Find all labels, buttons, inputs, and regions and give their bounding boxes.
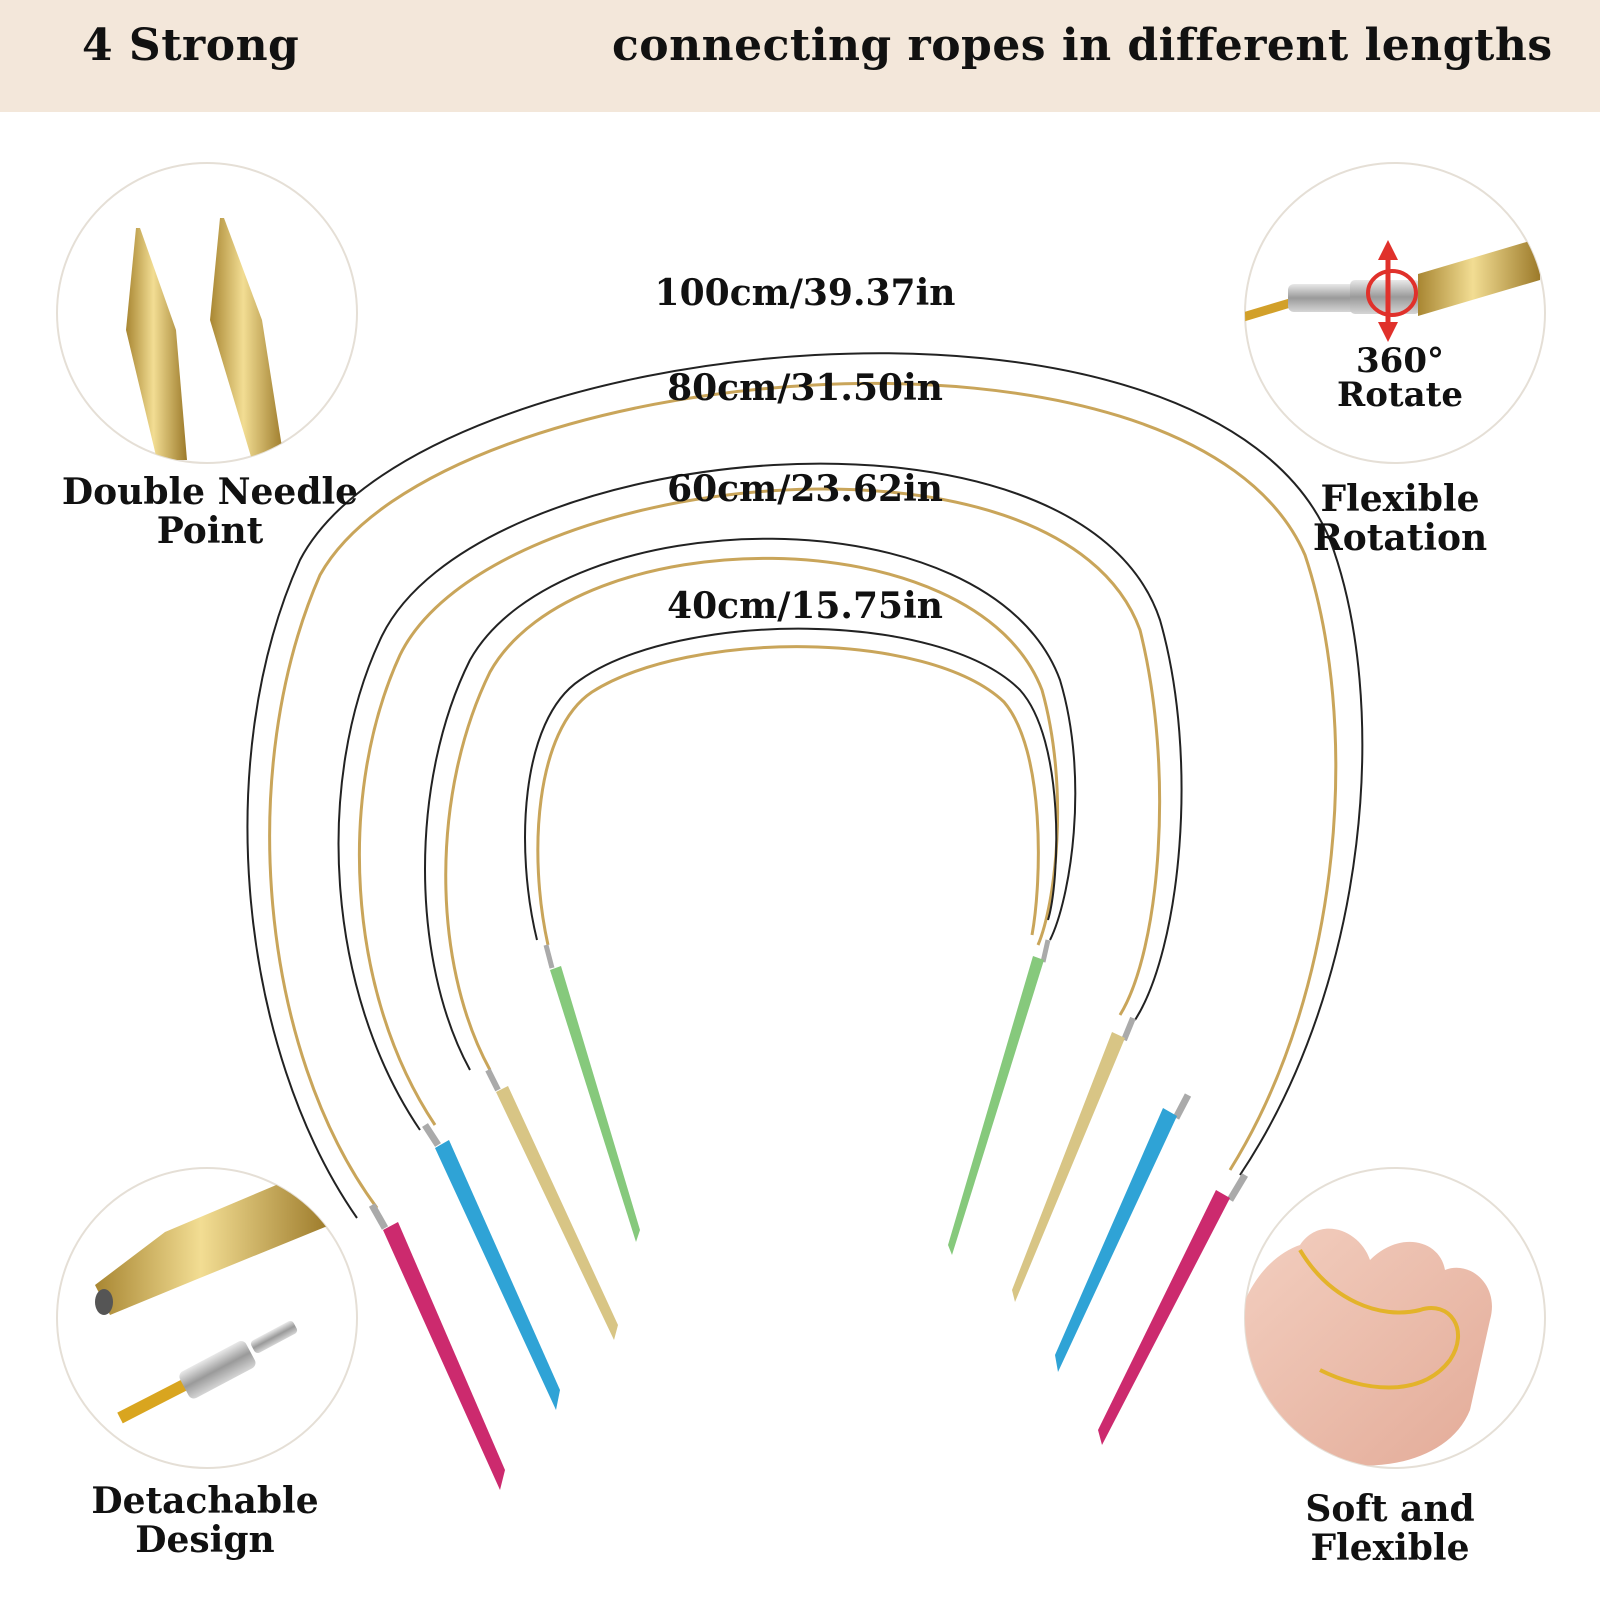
needle-tips-icon — [126, 218, 284, 460]
cable-60cm — [424, 537, 1077, 1071]
connector-icon — [95, 1175, 330, 1424]
top-banner: 4 Strong connecting ropes in different l… — [0, 0, 1600, 112]
feature-label-rotation: Flexible Rotation — [1240, 480, 1560, 558]
feature-circle-detachable — [56, 1167, 358, 1469]
feature-label-line2: Rotation — [1312, 516, 1488, 559]
cable-80cm — [337, 462, 1183, 1131]
needle-blue-right — [1055, 1093, 1192, 1372]
feature-label-line1: Flexible — [1320, 478, 1480, 520]
rotate-badge-label: Rotate — [1337, 375, 1463, 415]
rotate-badge-degree: 360° — [1356, 341, 1444, 381]
needle-green-left — [543, 944, 640, 1242]
feature-label-line2: Design — [135, 1518, 275, 1561]
length-label-40cm: 40cm/15.75in — [667, 585, 943, 627]
feature-label-line1: Double Needle — [61, 471, 359, 513]
rotate-arrows-icon — [1366, 240, 1418, 342]
cable-40cm — [524, 627, 1058, 946]
needle-gold-right — [1012, 1016, 1136, 1302]
feature-label-detachable: Detachable Design — [45, 1482, 365, 1560]
length-label-100cm: 100cm/39.37in — [654, 272, 956, 314]
length-label-80cm: 80cm/31.50in — [667, 367, 943, 409]
feature-label-soft-flexible: Soft and Flexible — [1230, 1490, 1550, 1568]
hand-icon — [1245, 1228, 1492, 1466]
feature-circle-rotation: 360° Rotate — [1244, 162, 1546, 464]
feature-label-double-needle: Double Needle Point — [40, 473, 380, 551]
feature-circle-double-needle — [56, 162, 358, 464]
cable-100cm — [246, 352, 1364, 1219]
banner-right-text: connecting ropes in different lengths — [612, 20, 1553, 71]
needle-green-right — [948, 939, 1051, 1255]
needle-gold-left — [485, 1068, 618, 1340]
needle-blue-left — [422, 1123, 560, 1410]
needle-pink-left — [368, 1203, 505, 1490]
feature-circle-soft-flexible — [1244, 1167, 1546, 1469]
feature-label-line2: Point — [156, 509, 264, 552]
length-label-60cm: 60cm/23.62in — [667, 468, 943, 510]
needle-pink-right — [1098, 1173, 1249, 1445]
banner-left-text: 4 Strong — [82, 20, 300, 71]
feature-label-line1: Soft and — [1305, 1488, 1475, 1530]
feature-label-line2: Flexible — [1310, 1526, 1470, 1569]
feature-label-line1: Detachable — [91, 1480, 319, 1522]
